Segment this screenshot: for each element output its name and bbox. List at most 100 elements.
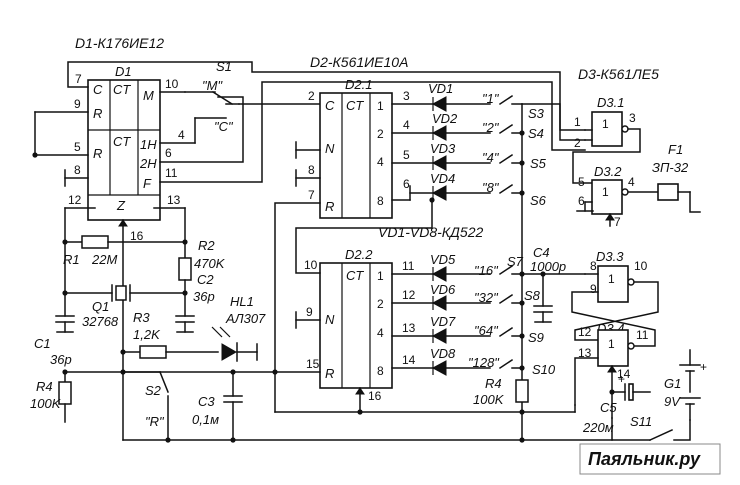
hl1-name: HL1 xyxy=(230,294,254,309)
gate-d31: D3.1 1 1 2 3 xyxy=(572,95,641,184)
chip-d22: D2.2 CT N R 1 2 4 8 10 9 15 16 11 12 13 … xyxy=(64,197,435,413)
d1-n9: 9 xyxy=(74,97,81,111)
c3-value: 0,1м xyxy=(192,412,219,427)
gate-d33: D3.3 1 8 9 10 xyxy=(571,249,659,347)
g1-name: G1 xyxy=(664,376,681,391)
d33-n8: 8 xyxy=(590,259,597,273)
diode-bank: VD1 VD2 VD3 VD4 VD5 VD6 xyxy=(428,81,586,441)
d33-n10: 10 xyxy=(634,259,648,273)
switch-s1: S1 "M" "C" xyxy=(184,59,321,144)
weight-8: "8" xyxy=(482,180,500,195)
diode-vd1: VD1 xyxy=(428,81,491,112)
c1-value: 36p xyxy=(50,352,72,367)
r2-value: 470K xyxy=(194,256,226,271)
d21-q8: 8 xyxy=(377,194,384,208)
weight-16: "16" xyxy=(474,263,499,278)
vd1-label: VD1 xyxy=(428,81,453,96)
resistor-r3: R3 1,2K xyxy=(120,310,219,359)
d1-n10: 10 xyxy=(165,77,179,91)
vd5-label: VD5 xyxy=(430,252,456,267)
title-d1: D1-К176ИЕ12 xyxy=(75,35,164,51)
d32-n4: 4 xyxy=(628,175,635,189)
r2-name: R2 xyxy=(198,238,215,253)
q1-name: Q1 xyxy=(92,299,109,314)
d21-q1: 1 xyxy=(377,99,384,113)
d22-q4: 4 xyxy=(377,326,384,340)
d22-o12: 12 xyxy=(402,288,416,302)
d21-n7: 7 xyxy=(308,188,315,202)
d1-ct2: CT xyxy=(113,134,131,149)
s2-label: "R" xyxy=(145,414,165,429)
d22-pin-r: R xyxy=(325,366,334,381)
d22-o13: 13 xyxy=(402,321,416,335)
s4-label: S4 xyxy=(528,126,544,141)
d34-n11: 11 xyxy=(636,328,649,342)
d22-name: D2.2 xyxy=(345,247,373,262)
diode-vd6: VD6 xyxy=(430,282,491,311)
d1-n8: 8 xyxy=(74,163,81,177)
diode-vd3: VD3 xyxy=(430,141,491,171)
switch-s11: S11 xyxy=(611,414,691,441)
weight-64: "64" xyxy=(474,323,499,338)
weight-2: "2" xyxy=(482,120,500,135)
d1-pin-z: Z xyxy=(116,198,126,213)
d1-n16: 16 xyxy=(130,229,144,243)
g1-value: 9V xyxy=(664,394,681,409)
d22-o14: 14 xyxy=(402,353,416,367)
c4-name: C4 xyxy=(533,245,550,260)
diode-vd8: VD8 xyxy=(430,346,491,376)
d32-n7: 7 xyxy=(614,215,621,229)
d1-wiring: 7 9 5 8 12 13 16 10 4 6 11 xyxy=(32,61,586,441)
diode-vd7: VD7 xyxy=(430,314,491,344)
switch-s2: S2 "R" xyxy=(122,371,169,441)
d1-ct: CT xyxy=(113,82,131,97)
vd7-label: VD7 xyxy=(430,314,456,329)
capacitor-c5: + C5 220м xyxy=(582,372,651,435)
s1-name: S1 xyxy=(216,59,232,74)
c4-value: 1000p xyxy=(530,259,566,274)
c1-name: C1 xyxy=(34,336,51,351)
d21-pin-r: R xyxy=(325,199,334,214)
s2-name: S2 xyxy=(145,383,162,398)
vd2-label: VD2 xyxy=(432,111,458,126)
f1-name: F1 xyxy=(668,142,683,157)
r4b-name: R4 xyxy=(485,376,502,391)
d32-n5: 5 xyxy=(578,175,585,189)
d22-q8: 8 xyxy=(377,364,384,378)
d22-o11: 11 xyxy=(402,259,415,273)
s3-label: S3 xyxy=(528,106,545,121)
d31-n1: 1 xyxy=(574,115,581,129)
d21-ct: CT xyxy=(346,98,364,113)
d21-o3: 3 xyxy=(403,89,410,103)
r4a-value: 100K xyxy=(30,396,62,411)
svg-text:1: 1 xyxy=(602,185,609,199)
capacitor-c2: C2 36p xyxy=(175,272,215,333)
svg-text:1: 1 xyxy=(608,272,615,286)
d21-o4: 4 xyxy=(403,118,410,132)
weight-128: "128" xyxy=(468,355,500,370)
d1-pin-f: F xyxy=(143,176,152,191)
title-d2: D2-К561ИЕ10А xyxy=(310,54,408,70)
d32-name: D3.2 xyxy=(594,164,622,179)
s5-label: S5 xyxy=(530,156,547,171)
battery-g1: + G1 9V xyxy=(664,349,707,421)
d32-n6: 6 xyxy=(578,194,585,208)
c5-name: C5 xyxy=(600,400,617,415)
d22-n10: 10 xyxy=(304,258,318,272)
d31-name: D3.1 xyxy=(597,95,624,110)
watermark-text: Паяльник.ру xyxy=(588,449,701,469)
capacitor-c4: C4 1000p xyxy=(530,245,566,323)
d1-n11: 11 xyxy=(165,166,178,180)
c5-value: 220м xyxy=(582,420,614,435)
s9-label: S9 xyxy=(528,330,544,345)
chip-d1: D1 C CT M R R CT 1H 2H F Z xyxy=(87,64,161,221)
gate-d32: D3.2 1 5 6 4 7 xyxy=(576,164,659,229)
d34-n13: 13 xyxy=(578,346,592,360)
r3-name: R3 xyxy=(133,310,150,325)
d34-n12: 12 xyxy=(578,325,592,339)
vd8-label: VD8 xyxy=(430,346,456,361)
s10-label: S10 xyxy=(532,362,556,377)
svg-text:+: + xyxy=(618,372,625,386)
resistor-r2: R2 470K xyxy=(178,238,226,317)
s1-m-label: "M" xyxy=(202,78,223,93)
